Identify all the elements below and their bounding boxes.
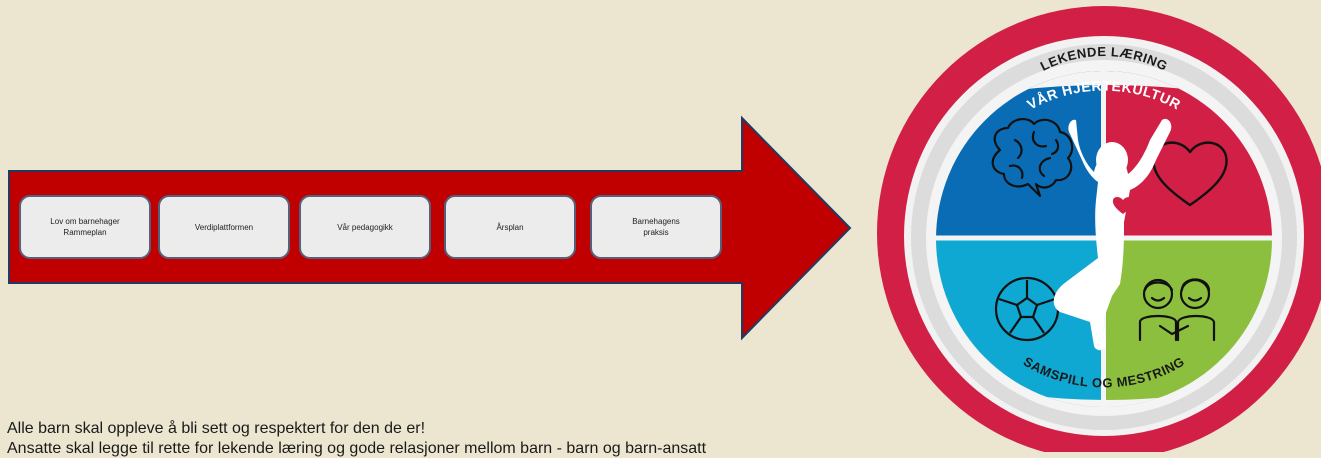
child-figure-icon bbox=[1053, 118, 1172, 351]
step-arsplan: Årsplan bbox=[444, 195, 576, 259]
step-label: Årsplan bbox=[496, 222, 524, 232]
step-verdiplattformen: Verdiplattformen bbox=[158, 195, 290, 259]
step-label: Vår pedagogikk bbox=[337, 222, 393, 232]
step-label: Barnehagens praksis bbox=[632, 217, 680, 237]
step-var-pedagogikk: Vår pedagogikk bbox=[299, 195, 431, 259]
brain-icon bbox=[991, 118, 1074, 198]
step-barnehagens-praksis: Barnehagens praksis bbox=[590, 195, 722, 259]
step-label: Verdiplattformen bbox=[194, 222, 254, 232]
friends-icon bbox=[1138, 278, 1216, 342]
heart-icon bbox=[1152, 141, 1228, 207]
statement-line-1: Alle barn skal oppleve å bli sett og res… bbox=[7, 420, 426, 437]
step-label: Lov om barnehager Rammeplan bbox=[50, 217, 120, 237]
step-lov-rammeplan: Lov om barnehager Rammeplan bbox=[19, 195, 151, 259]
